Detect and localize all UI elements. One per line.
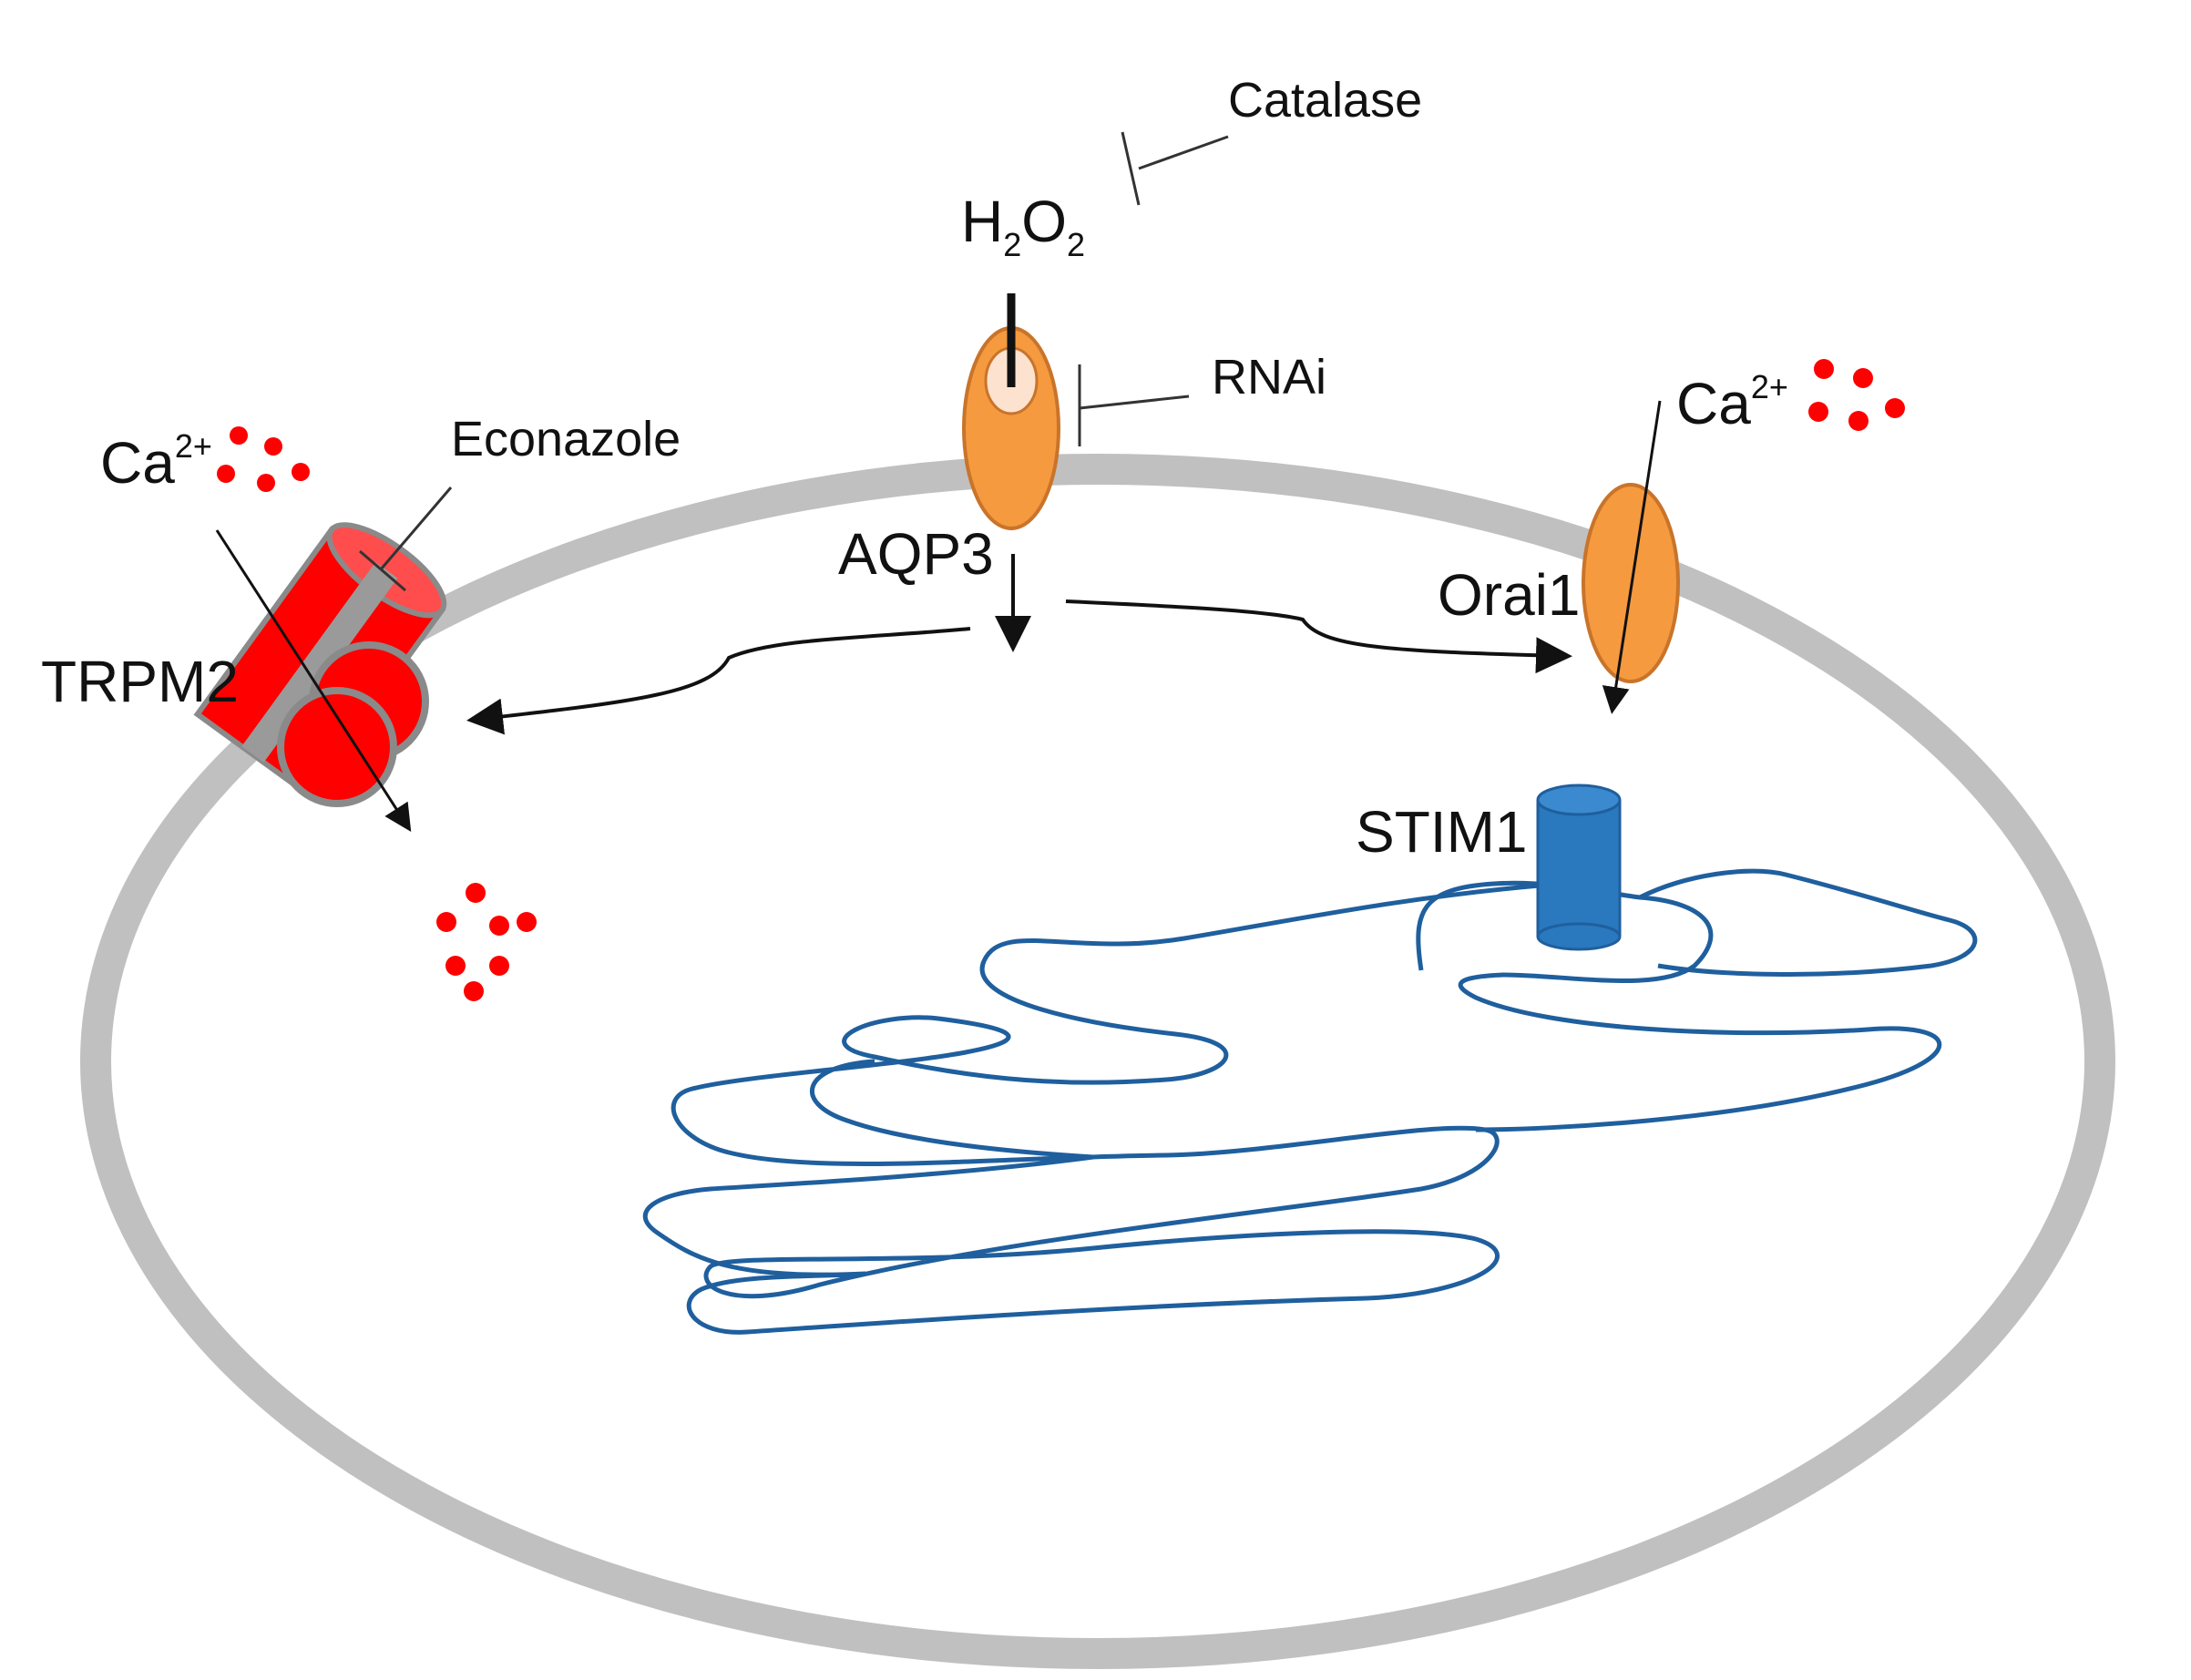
trpm2-calcium-arrow (215, 529, 412, 833)
h2o2-sub1: 2 (1003, 226, 1021, 263)
arrow-to-orai1 (1065, 599, 1572, 674)
stim1-label: STIM1 (1356, 799, 1527, 865)
calcium-right-base: Ca (1676, 371, 1751, 436)
calcium-left-sup: 2+ (175, 427, 212, 465)
calcium-ions-right (1808, 359, 1905, 431)
calcium-label-right: Ca2+ (1676, 368, 1788, 436)
rnai-inhibition (1078, 364, 1190, 446)
orai1-calcium-arrow (1602, 400, 1662, 714)
h2o2-o: O (1021, 189, 1067, 254)
trpm2-channel (193, 522, 447, 807)
calcium-right-sup: 2+ (1751, 368, 1788, 405)
trpm2-label: TRPM2 (41, 649, 239, 714)
cell-membrane (80, 454, 2115, 1669)
aqp3-label: AQP3 (838, 521, 994, 587)
calcium-label-left: Ca2+ (100, 427, 212, 496)
endoplasmic-reticulum (642, 883, 1541, 1335)
catalase-label: Catalase (1228, 73, 1422, 128)
h2o2-h: H (961, 189, 1003, 254)
econazole-inhibition (359, 487, 453, 592)
orai1-label: Orai1 (1438, 562, 1581, 628)
calcium-left-base: Ca (100, 430, 175, 496)
h2o2-sub2: 2 (1067, 226, 1085, 263)
h2o2-label: H2O2 (961, 189, 1085, 263)
calcium-ions-cytosol (436, 883, 537, 1001)
econazole-label: Econazole (451, 412, 681, 466)
er-upper-lobe (1416, 880, 1942, 1132)
er-right-lobe (1638, 868, 1978, 977)
arrow-to-trpm2 (466, 627, 971, 735)
rnai-label: RNAi (1212, 350, 1326, 405)
calcium-ions-top-left (217, 426, 310, 492)
catalase-inhibition (1121, 131, 1229, 206)
stim1-cylinder (1536, 784, 1622, 951)
